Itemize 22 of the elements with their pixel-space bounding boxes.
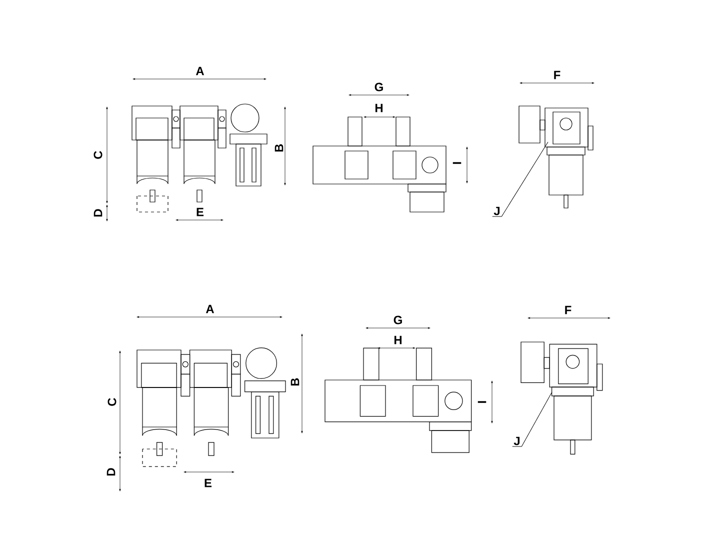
- leader-label: J: [512, 436, 522, 447]
- leader-label: J: [492, 206, 502, 217]
- dimension-label: G: [394, 316, 402, 324]
- dimension-label: C: [94, 151, 102, 159]
- dimension-label: D: [94, 209, 102, 217]
- dimension-label: H: [375, 104, 383, 112]
- leader-line: [521, 392, 552, 447]
- dimension-label: B: [274, 144, 284, 152]
- dimension-label: I: [478, 401, 486, 403]
- leader-line: [501, 142, 548, 217]
- dimension-label: A: [196, 66, 204, 76]
- dimension-label: A: [206, 304, 214, 314]
- dimension-label: G: [374, 82, 383, 92]
- dimension-label: E: [204, 478, 212, 488]
- dimension-label: C: [108, 398, 116, 406]
- dimension-label: D: [106, 468, 116, 476]
- dimension-label: I: [452, 162, 462, 164]
- dimension-label: F: [565, 306, 572, 314]
- dimension-label: F: [554, 70, 560, 80]
- dimension-label: H: [394, 336, 402, 344]
- dimension-label: B: [290, 378, 300, 386]
- dimension-label: E: [196, 208, 204, 216]
